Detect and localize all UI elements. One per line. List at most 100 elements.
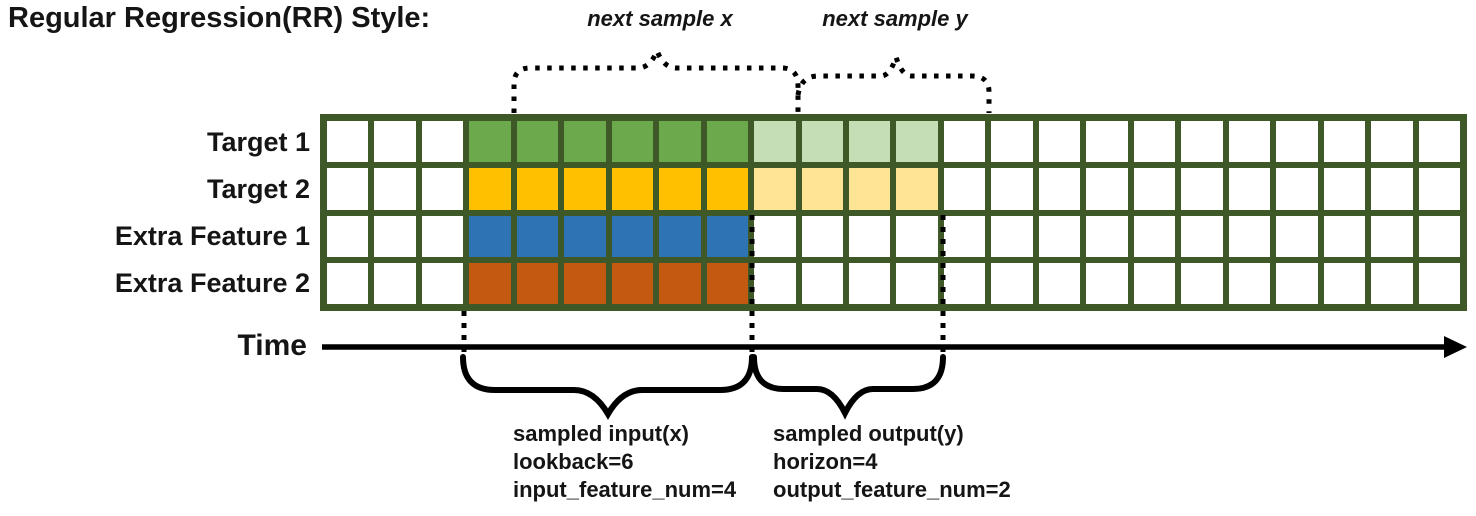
grid-cell: [1038, 262, 1081, 304]
grid-cell: [801, 215, 844, 257]
sampled-output-annotation: sampled output(y) horizon=4 output_featu…: [773, 420, 1011, 504]
grid-cell: [849, 121, 891, 163]
grid-cell: [327, 168, 369, 210]
grid-cell: [1371, 168, 1413, 210]
grid-cell: [943, 262, 986, 304]
grid-cell: [516, 262, 559, 304]
grid-cell: [421, 215, 464, 257]
horizon-value: horizon=4: [773, 449, 878, 474]
sampled-input-annotation: sampled input(x) lookback=6 input_featur…: [513, 420, 736, 504]
grid-cell: [849, 215, 891, 257]
grid-cell: [1228, 262, 1271, 304]
grid-cell: [564, 215, 606, 257]
grid-cell: [706, 121, 749, 163]
grid-cell: [1276, 168, 1318, 210]
grid-cell: [1323, 262, 1366, 304]
sampled-output-brace: [751, 354, 946, 420]
grid-cell: [1181, 262, 1223, 304]
row-label-extra-feature-1: Extra Feature 1: [114, 221, 310, 251]
grid-cell: [943, 121, 986, 163]
grid-cell: [1133, 121, 1176, 163]
grid-cell: [611, 262, 654, 304]
grid-cell: [896, 168, 938, 210]
grid-cell: [801, 121, 844, 163]
grid-cell: [1371, 215, 1413, 257]
next-sample-y-label: next sample y: [822, 6, 968, 31]
grid-cell: [1181, 121, 1223, 163]
grid-cell: [706, 215, 749, 257]
row-label-extra-feature-2: Extra Feature 2: [114, 268, 310, 298]
grid-cell: [1133, 215, 1176, 257]
grid-cell: [659, 168, 701, 210]
grid-cell: [1228, 121, 1271, 163]
grid-cell: [1276, 262, 1318, 304]
grid-cell: [1086, 121, 1128, 163]
grid-cell: [754, 121, 796, 163]
grid-cell: [849, 262, 891, 304]
time-axis-label: Time: [237, 329, 307, 362]
grid-cell: [469, 121, 511, 163]
sampled-input-title: sampled input(x): [513, 421, 690, 446]
grid-cell: [1038, 168, 1081, 210]
grid-cell: [374, 215, 416, 257]
grid-cell: [991, 168, 1033, 210]
grid-cell: [564, 168, 606, 210]
grid-cell: [991, 121, 1033, 163]
grid-cell: [991, 262, 1033, 304]
grid-cell: [706, 168, 749, 210]
grid-cell: [469, 262, 511, 304]
grid-cell: [991, 215, 1033, 257]
grid-cell: [564, 121, 606, 163]
input-feature-num: input_feature_num=4: [513, 477, 737, 502]
row-label-target-2: Target 2: [206, 174, 310, 204]
grid-cell: [849, 168, 891, 210]
sample-grid: [320, 114, 1467, 311]
grid-cell: [1181, 215, 1223, 257]
grid-cell: [327, 215, 369, 257]
grid-cell: [421, 121, 464, 163]
sampled-output-title: sampled output(y): [773, 421, 964, 446]
grid-cell: [1276, 121, 1318, 163]
next-sample-x-brace: [511, 44, 801, 113]
grid-cell: [1323, 168, 1366, 210]
sampled-input-brace: [460, 354, 755, 420]
grid-cell: [896, 121, 938, 163]
grid-cell: [1418, 215, 1460, 257]
grid-cell: [327, 121, 369, 163]
row-label-target-1: Target 1: [206, 127, 310, 157]
grid-cell: [896, 215, 938, 257]
output-feature-num: output_feature_num=2: [773, 477, 1011, 502]
grid-cell: [1086, 262, 1128, 304]
grid-cell: [801, 168, 844, 210]
grid-cell: [1228, 168, 1271, 210]
grid-cell: [374, 262, 416, 304]
grid-cell: [469, 168, 511, 210]
grid-cell: [1086, 215, 1128, 257]
grid-cell: [706, 262, 749, 304]
grid-cell: [1181, 168, 1223, 210]
grid-cell: [469, 215, 511, 257]
grid-cell: [1371, 121, 1413, 163]
grid-cell: [754, 262, 796, 304]
grid-cell: [1133, 262, 1176, 304]
grid-cell: [516, 215, 559, 257]
grid-cell: [516, 168, 559, 210]
grid-cell: [754, 215, 796, 257]
grid-cell: [1323, 121, 1366, 163]
grid-cell: [801, 262, 844, 304]
grid-cell: [1228, 215, 1271, 257]
grid-cell: [1133, 168, 1176, 210]
grid-cell: [611, 121, 654, 163]
grid-cell: [1038, 121, 1081, 163]
grid-cell: [896, 262, 938, 304]
grid-cell: [1418, 168, 1460, 210]
grid-cell: [659, 121, 701, 163]
grid-cell: [1418, 262, 1460, 304]
grid-cell: [374, 168, 416, 210]
page-title: Regular Regression(RR) Style:: [8, 2, 431, 34]
grid-cell: [516, 121, 559, 163]
grid-cell: [374, 121, 416, 163]
grid-cell: [611, 168, 654, 210]
time-axis-arrowhead: [1444, 336, 1467, 358]
